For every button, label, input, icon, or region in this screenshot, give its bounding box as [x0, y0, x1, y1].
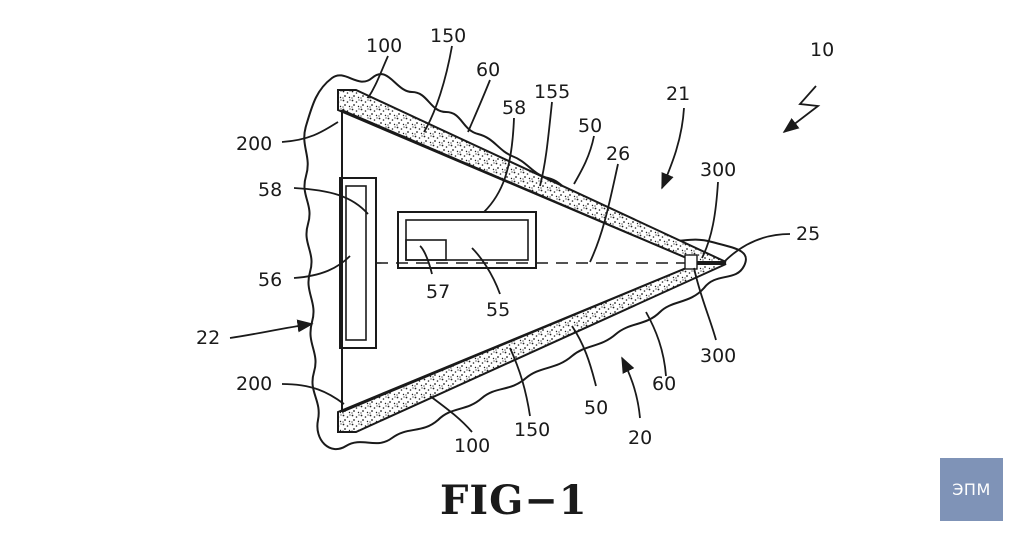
- label-58-center: 58: [502, 97, 526, 119]
- label-22: 22: [196, 327, 220, 349]
- lower-coating-strip: [337, 263, 727, 433]
- leader-50-bottom: [571, 325, 597, 387]
- component-57: [405, 239, 447, 261]
- leader-200-top: [281, 121, 339, 143]
- leader-100-top: [367, 55, 389, 99]
- component-56-inner: [345, 185, 367, 341]
- label-200-bottom: 200: [236, 373, 272, 395]
- leader-300-bottom: [693, 267, 717, 341]
- label-25: 25: [796, 223, 820, 245]
- label-150-top: 150: [430, 25, 466, 47]
- inner-upper-edge: [341, 109, 697, 263]
- leader-150-bottom: [509, 347, 531, 417]
- label-150-bottom: 150: [514, 419, 550, 441]
- label-55: 55: [486, 299, 510, 321]
- publisher-badge-text: ЭПМ: [952, 480, 991, 499]
- leader-22: [229, 319, 314, 339]
- label-100-bottom: 100: [454, 435, 490, 457]
- label-300-top: 300: [700, 159, 736, 181]
- leader-26: [589, 163, 619, 263]
- leader-20: [621, 356, 641, 419]
- label-60-top: 60: [476, 59, 500, 81]
- leader-57: [419, 245, 433, 275]
- leader-25: [723, 233, 791, 263]
- inner-lower-edge: [341, 263, 697, 413]
- label-300-bottom: 300: [700, 345, 736, 367]
- label-50-top: 50: [578, 115, 602, 137]
- leader-300-top: [701, 181, 719, 259]
- label-57: 57: [426, 281, 450, 303]
- label-60-bottom: 60: [652, 373, 676, 395]
- label-50-bottom: 50: [584, 397, 608, 419]
- leader-21: [661, 107, 685, 190]
- tip-element: [684, 254, 698, 270]
- leader-58-center: [483, 117, 515, 213]
- label-100-top: 100: [366, 35, 402, 57]
- leader-60-top: [467, 79, 491, 133]
- label-26: 26: [606, 143, 630, 165]
- label-58-left: 58: [258, 179, 282, 201]
- leader-60-bottom: [645, 311, 667, 377]
- label-155: 155: [534, 81, 570, 103]
- label-200-top: 200: [236, 133, 272, 155]
- leader-100-bottom: [429, 395, 473, 433]
- leader-155: [539, 101, 553, 187]
- upper-coating-strip: [337, 89, 727, 263]
- leader-56: [293, 255, 351, 279]
- publisher-badge: ЭПМ: [940, 458, 1003, 521]
- leader-10: [782, 85, 821, 133]
- label-10: 10: [810, 39, 834, 61]
- leader-150-top: [423, 45, 453, 133]
- component-55-outer: [397, 211, 537, 269]
- outer-wavy-envelope: [303, 73, 747, 450]
- leader-58-left: [293, 187, 369, 215]
- leader-55: [471, 247, 501, 295]
- label-20: 20: [628, 427, 652, 449]
- figure-caption: FIG−1: [440, 477, 588, 524]
- label-56: 56: [258, 269, 282, 291]
- leader-50-top: [573, 135, 595, 185]
- leader-200-bottom: [281, 383, 345, 405]
- label-21: 21: [666, 83, 690, 105]
